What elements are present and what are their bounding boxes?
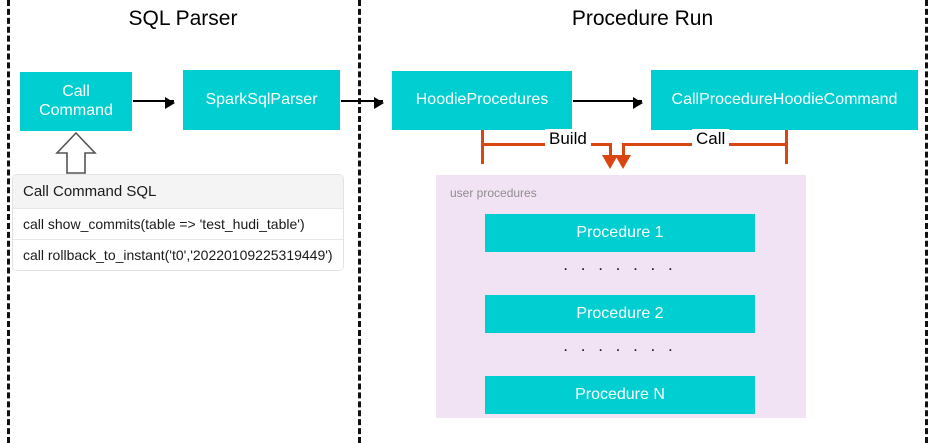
section-title-procedure-run: Procedure Run [571, 7, 714, 30]
procedure-box-label: Procedure 1 [576, 224, 664, 241]
connector-call-vertical-start [785, 130, 788, 164]
procedure-box-label: Procedure 2 [576, 305, 664, 322]
arrow-right-icon-call-command-to-spark-sql-parser [133, 96, 175, 109]
node-call-procedure-hoodie-command-label: CallProcedureHoodieCommand [671, 90, 898, 108]
edge-label-call: Call [692, 129, 730, 149]
node-call-procedure-hoodie-command[interactable]: CallProcedureHoodieCommand [651, 70, 918, 130]
arrow-up-icon-sql-to-call-command [55, 131, 97, 174]
node-call-command-label-line1: Call [62, 82, 90, 100]
user-procedures-caption: user procedures [450, 186, 537, 200]
node-hoodie-procedures-label: HoodieProcedures [415, 91, 549, 109]
call-command-sql-table: Call Command SQL call show_commits(table… [13, 175, 343, 270]
node-hoodie-procedures[interactable]: HoodieProcedures [392, 71, 572, 130]
section-divider-right [925, 0, 928, 443]
arrow-right-icon-hoodie-procedures-to-call-procedure-hoodie-command [573, 96, 643, 109]
arrow-right-icon-spark-sql-parser-to-hoodie-procedures [341, 96, 384, 109]
call-command-sql-table-row: call show_commits(table => 'test_hudi_ta… [13, 209, 343, 240]
procedure-box-label: Procedure N [575, 386, 665, 403]
node-call-command[interactable]: Call Command [20, 72, 132, 131]
node-call-command-label-line2: Command [39, 101, 113, 119]
procedure-ellipsis: . . . . . . . [563, 336, 677, 355]
procedure-ellipsis: . . . . . . . [563, 255, 677, 274]
node-spark-sql-parser[interactable]: SparkSqlParser [183, 70, 340, 130]
procedure-box[interactable]: Procedure N [485, 376, 755, 414]
connector-call-vertical-end [622, 143, 625, 159]
connector-build-vertical-start [481, 130, 484, 164]
section-title-sql-parser: SQL Parser [128, 7, 238, 30]
arrow-down-icon-call [615, 155, 631, 169]
connector-build-vertical-end [609, 143, 612, 159]
node-spark-sql-parser-label: SparkSqlParser [205, 90, 318, 108]
edge-label-build: Build [545, 129, 591, 149]
arrow-down-icon-build [602, 155, 618, 169]
section-divider-middle [358, 0, 361, 443]
node-call-command-label: Call Command [39, 83, 113, 121]
procedure-box[interactable]: Procedure 1 [485, 214, 755, 252]
section-divider-left [7, 0, 10, 443]
call-command-sql-table-row: call rollback_to_instant('t0','202201092… [13, 240, 343, 270]
call-command-sql-table-header: Call Command SQL [13, 175, 343, 209]
procedure-box[interactable]: Procedure 2 [485, 295, 755, 333]
user-procedures-panel: user procedures Procedure 1 . . . . . . … [436, 175, 806, 418]
